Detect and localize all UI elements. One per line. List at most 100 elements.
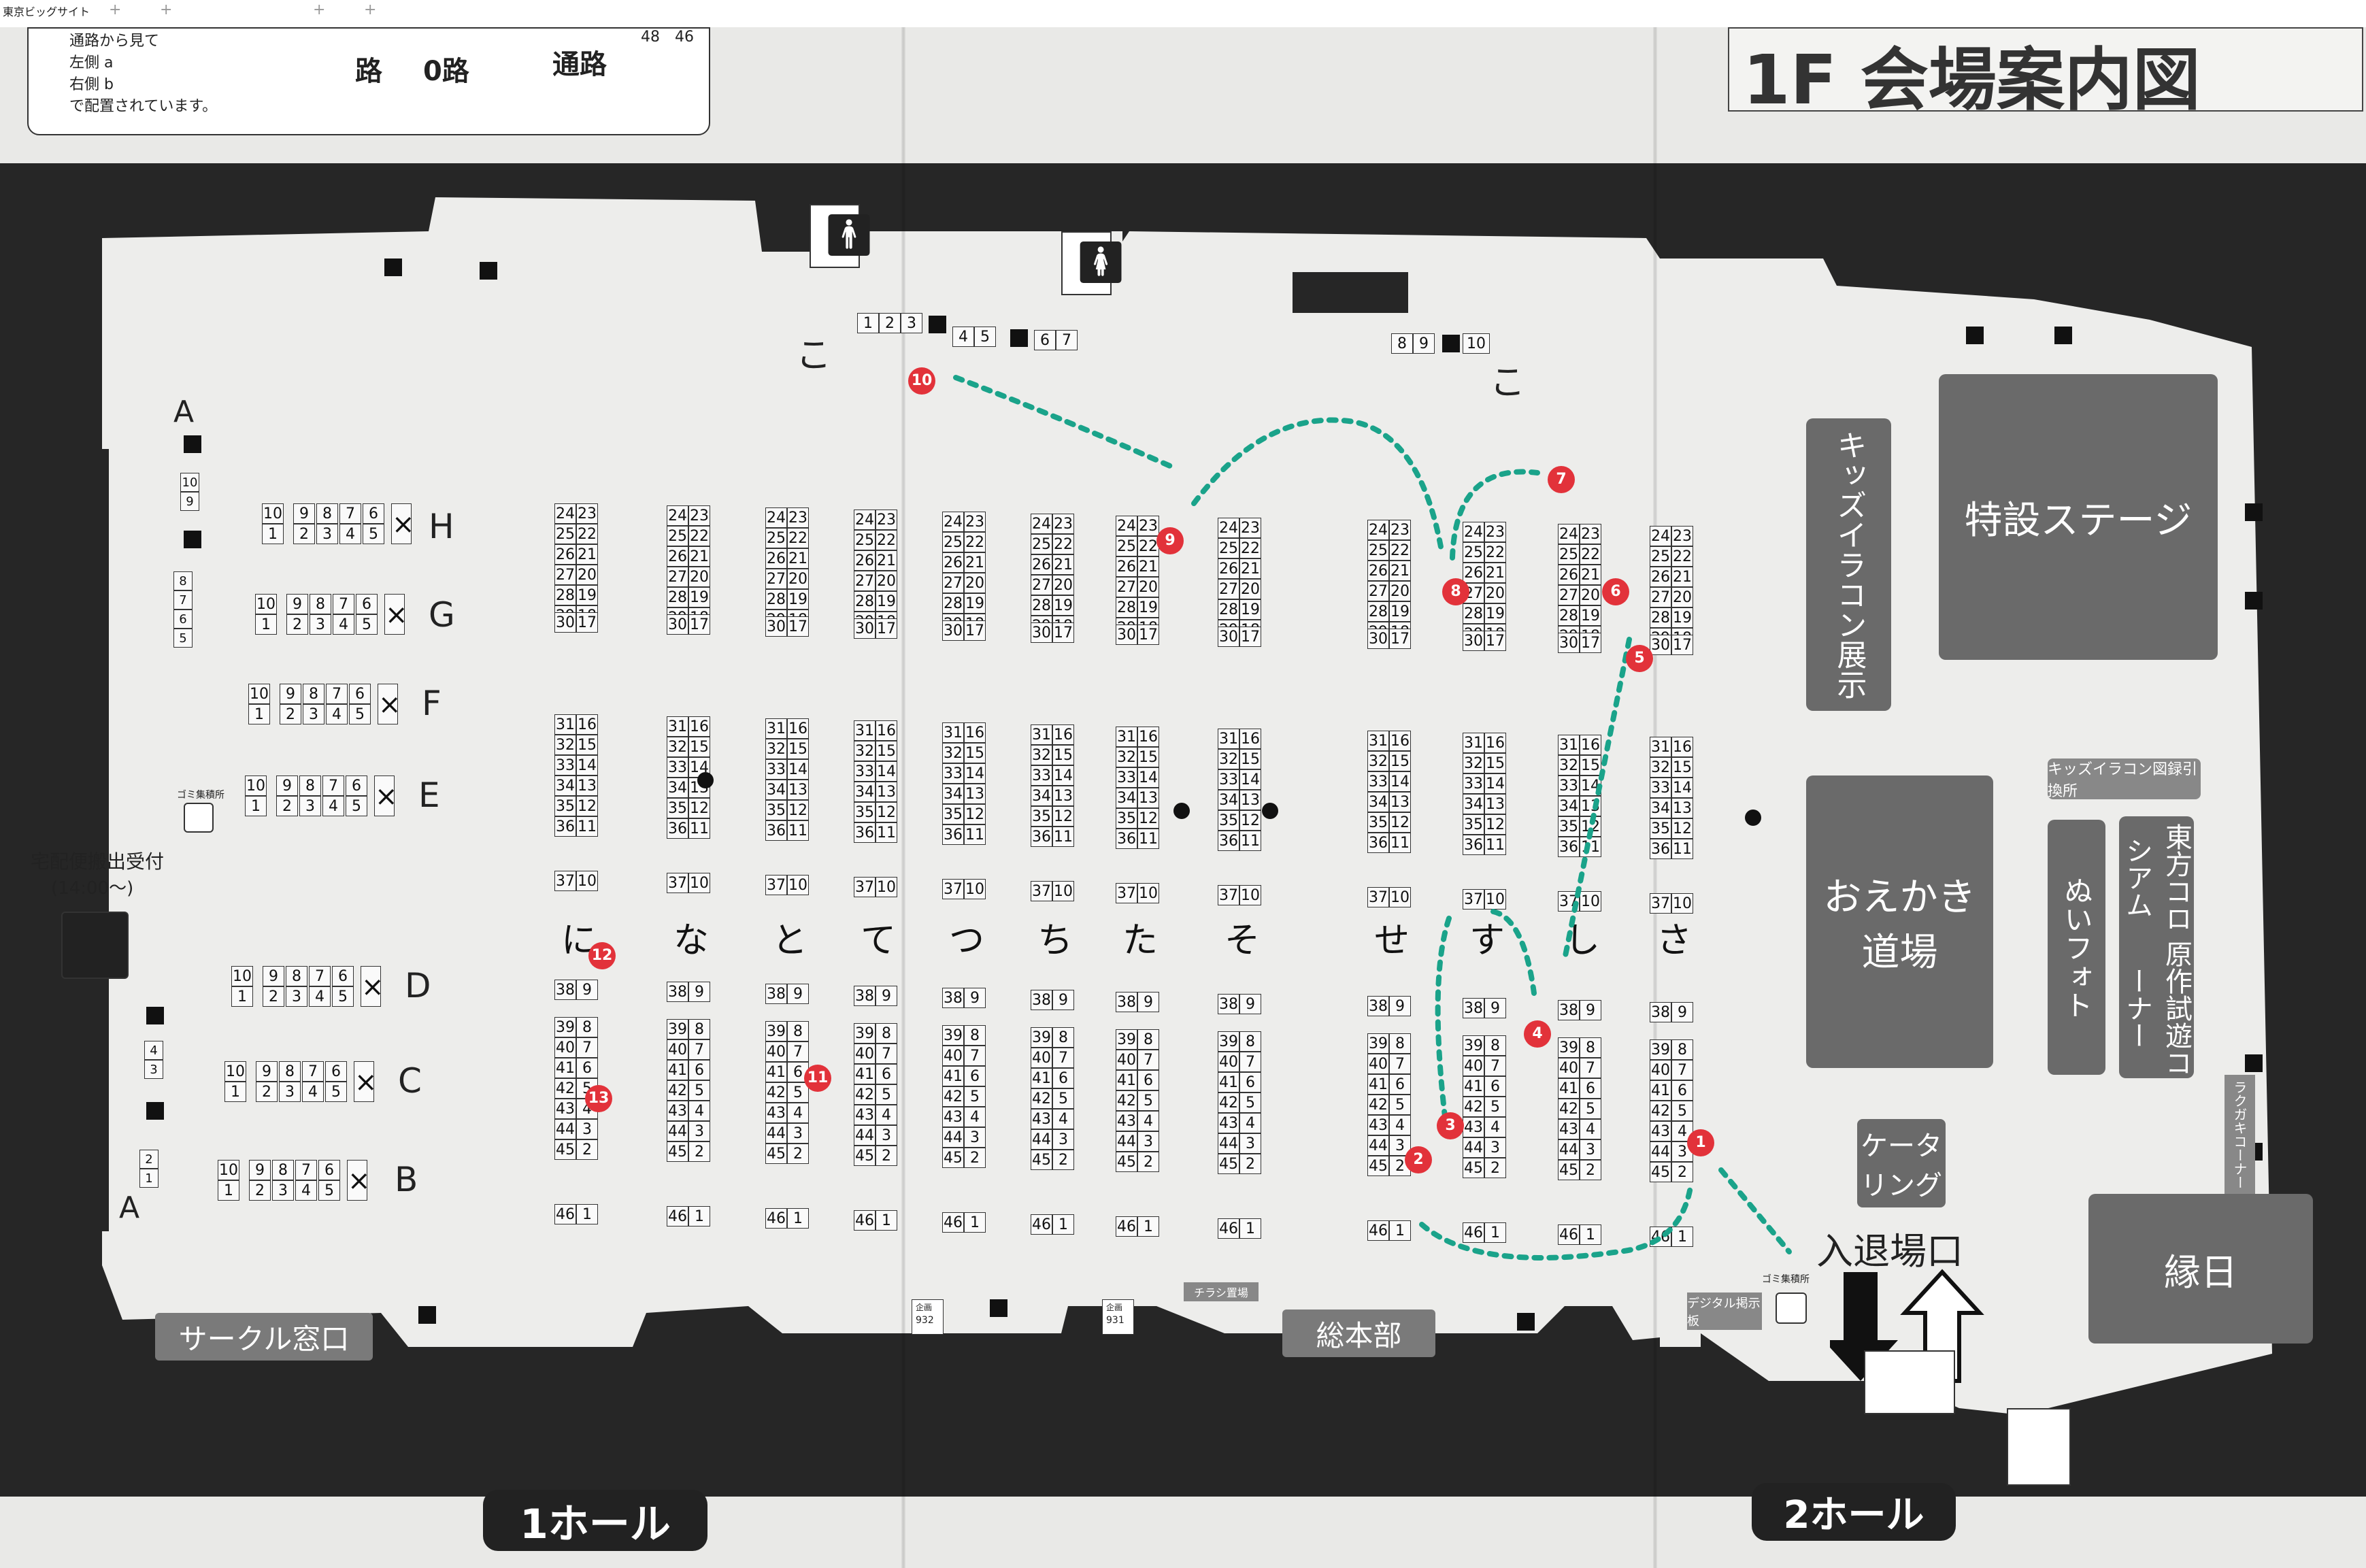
booth[interactable]: 4 (1137, 1111, 1159, 1131)
booth[interactable]: 28 (1650, 607, 1671, 628)
block-booth[interactable]: 2 (276, 796, 298, 816)
headquarters[interactable]: 総本部 (1282, 1310, 1435, 1357)
booth[interactable]: 35 (1218, 810, 1239, 831)
booth[interactable]: 23 (787, 507, 809, 528)
booth[interactable]: 38 (854, 986, 876, 1006)
booth[interactable]: 34 (854, 782, 876, 802)
booth[interactable]: 10 (1671, 893, 1693, 914)
block-booth[interactable]: 10 (245, 775, 267, 796)
booth[interactable]: 25 (1650, 546, 1671, 567)
booth[interactable]: 24 (1650, 526, 1671, 546)
booth[interactable]: 5 (1137, 1090, 1159, 1111)
top-booth-2[interactable]: 2 (879, 313, 901, 333)
booth[interactable]: 41 (942, 1066, 964, 1086)
booth[interactable]: 4 (964, 1107, 986, 1127)
booth[interactable]: 22 (876, 530, 897, 550)
booth[interactable]: 6 (1052, 1068, 1074, 1088)
booth[interactable]: 41 (667, 1060, 688, 1080)
booth[interactable]: 19 (1580, 605, 1601, 626)
booth[interactable]: 11 (1389, 833, 1411, 853)
booth[interactable]: 2 (1239, 1154, 1261, 1174)
booth[interactable]: 34 (667, 778, 688, 798)
block-booth[interactable]: 10 (255, 594, 277, 614)
booth[interactable]: 8 (1389, 1033, 1411, 1054)
booth[interactable]: 1 (576, 1204, 598, 1224)
booth[interactable]: 26 (1218, 558, 1239, 579)
booth[interactable]: 34 (942, 784, 964, 804)
booth[interactable]: 41 (1367, 1074, 1389, 1095)
block-booth[interactable]: 10 (224, 1061, 246, 1082)
booth[interactable]: 38 (942, 988, 964, 1008)
booth[interactable]: 13 (576, 775, 598, 796)
booth[interactable]: 42 (765, 1082, 787, 1103)
block-booth[interactable]: 1 (224, 1082, 246, 1102)
booth[interactable]: 15 (1671, 757, 1693, 778)
wall-booth-4[interactable]: 4 (144, 1041, 163, 1060)
block-booth[interactable]: 1 (248, 704, 270, 724)
booth[interactable]: 39 (1367, 1033, 1389, 1054)
block-booth[interactable]: 2 (293, 524, 315, 544)
booth[interactable]: 5 (1389, 1095, 1411, 1115)
booth[interactable]: 26 (667, 546, 688, 567)
block-booth[interactable]: 5 (325, 1082, 347, 1102)
booth[interactable]: 24 (1367, 520, 1389, 540)
booth[interactable]: 30 (1031, 622, 1052, 643)
route-marker-10[interactable]: 10 (908, 367, 935, 395)
booth[interactable]: 11 (964, 824, 986, 845)
booth[interactable]: 45 (1116, 1152, 1137, 1172)
booth[interactable]: 6 (576, 1058, 598, 1078)
booth[interactable]: 35 (1031, 806, 1052, 827)
special-stage[interactable]: 特設ステージ (1939, 374, 2218, 660)
booth[interactable]: 16 (876, 720, 897, 741)
block-booth[interactable]: 5 (318, 1180, 340, 1201)
booth[interactable]: 15 (1239, 749, 1261, 769)
block-booth[interactable]: 4 (302, 1082, 324, 1102)
top-booth-7[interactable]: 7 (1056, 330, 1078, 350)
booth[interactable]: 16 (787, 718, 809, 739)
booth[interactable]: 23 (1137, 516, 1159, 536)
block-booth[interactable]: 1 (218, 1180, 239, 1201)
booth[interactable]: 4 (1052, 1109, 1074, 1129)
booth[interactable]: 33 (854, 761, 876, 782)
booth[interactable]: 36 (1650, 839, 1671, 859)
block-booth[interactable]: 3 (299, 796, 321, 816)
booth[interactable]: 15 (1052, 745, 1074, 765)
booth[interactable]: 9 (1239, 994, 1261, 1014)
booth[interactable]: 10 (1052, 881, 1074, 901)
booth[interactable]: 37 (1031, 881, 1052, 901)
booth[interactable]: 42 (854, 1084, 876, 1105)
booth[interactable]: 13 (1580, 796, 1601, 816)
booth[interactable]: 15 (876, 741, 897, 761)
top-booth-10[interactable]: 10 (1463, 333, 1490, 354)
booth[interactable]: 28 (554, 585, 576, 605)
booth[interactable]: 43 (854, 1105, 876, 1125)
booth[interactable]: 46 (1116, 1216, 1137, 1237)
booth[interactable]: 11 (1239, 831, 1261, 851)
booth[interactable]: 43 (1367, 1115, 1389, 1135)
block-booth[interactable]: 4 (326, 704, 348, 724)
booth[interactable]: 30 (854, 618, 876, 639)
new-tab-button[interactable]: + (109, 1, 122, 18)
top-booth-4[interactable]: 4 (952, 327, 974, 347)
booth[interactable]: 2 (1052, 1150, 1074, 1170)
block-booth[interactable]: 1 (255, 614, 277, 635)
top-booth-3[interactable]: 3 (901, 313, 922, 333)
block-booth[interactable]: 1 (231, 986, 253, 1007)
booth[interactable]: 20 (964, 573, 986, 593)
top-booth-1[interactable]: 1 (857, 313, 879, 333)
booth[interactable]: 21 (1239, 558, 1261, 579)
block-booth[interactable]: 2 (256, 1082, 278, 1102)
booth[interactable]: 3 (964, 1127, 986, 1148)
booth[interactable]: 27 (1367, 581, 1389, 601)
booth[interactable]: 23 (688, 505, 710, 526)
booth[interactable]: 37 (1650, 893, 1671, 914)
booth[interactable]: 42 (1116, 1090, 1137, 1111)
booth[interactable]: 41 (1558, 1078, 1580, 1099)
booth[interactable]: 20 (1580, 585, 1601, 605)
booth[interactable]: 27 (554, 565, 576, 585)
booth[interactable]: 9 (1484, 998, 1506, 1018)
booth[interactable]: 21 (688, 546, 710, 567)
booth[interactable]: 4 (876, 1105, 897, 1125)
booth[interactable]: 37 (667, 873, 688, 893)
booth[interactable]: 19 (876, 591, 897, 612)
